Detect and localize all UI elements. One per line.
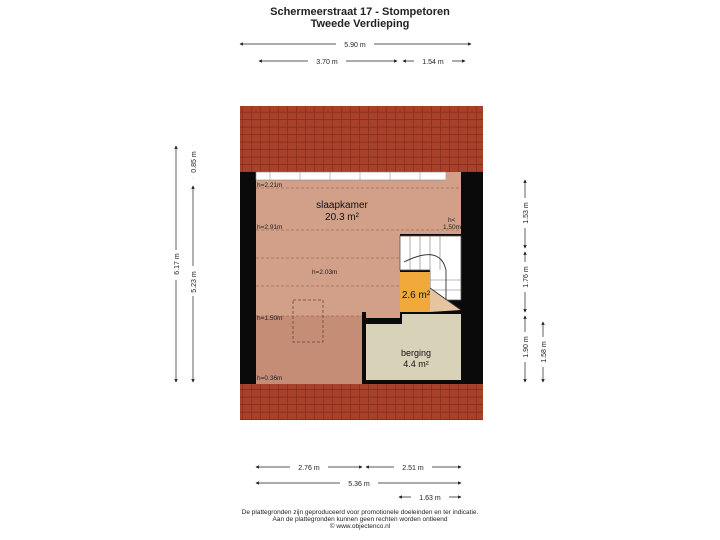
height-label-2: h=2.91m xyxy=(257,224,282,231)
roof-top xyxy=(240,106,483,178)
window-strip xyxy=(255,171,447,181)
berging-floor xyxy=(366,314,461,380)
berging-area: 4.4 m² xyxy=(403,359,429,369)
dim-left-total: 6.17 m xyxy=(174,253,181,275)
footer-copyright: © www.objectenco.nl xyxy=(329,523,391,530)
dim-right-lower-inner: 1.58 m xyxy=(541,341,548,363)
page-title: Schermeerstraat 17 - Stompetoren xyxy=(270,6,450,18)
slaapkamer-area: 20.3 m² xyxy=(325,212,360,223)
dim-bottom-left: 2.76 m xyxy=(298,465,320,472)
dim-bottom-small: 1.63 m xyxy=(419,495,441,502)
wall-left-block xyxy=(240,172,256,210)
height-label-6b: 1.50m xyxy=(443,224,461,231)
slaapkamer-label: slaapkamer xyxy=(316,200,368,211)
footer-line-2: Aan de plattegronden kunnen geen rechten… xyxy=(272,516,448,523)
height-label-1: h=2.21m xyxy=(257,182,282,189)
height-label-6a: h< xyxy=(448,217,456,224)
height-label-3: h=2.03m xyxy=(312,269,337,276)
height-label-5: h=0.36m xyxy=(257,375,282,382)
berging-label: berging xyxy=(401,348,431,358)
roof-window xyxy=(292,299,324,343)
height-label-4: h=1.50m xyxy=(257,315,282,322)
footer-line-1: De plattegronden zijn geproduceerd voor … xyxy=(241,509,479,516)
dim-top-total: 5.90 m xyxy=(344,42,366,49)
dim-left-main: 5.23 m xyxy=(191,271,198,293)
dim-right-middle: 1.76 m xyxy=(523,266,530,288)
dim-top-right: 1.54 m xyxy=(422,59,444,66)
dim-left-small: 0.85 m xyxy=(191,151,198,173)
small-room-area: 2.6 m² xyxy=(402,290,431,301)
dim-right-upper: 1.53 m xyxy=(523,202,530,224)
slaapkamer-low-zone xyxy=(256,316,362,384)
roof-bottom xyxy=(240,384,483,420)
small-room-floor xyxy=(400,272,430,312)
dim-bottom-right: 2.51 m xyxy=(402,465,424,472)
dim-top-left: 3.70 m xyxy=(316,59,338,66)
dim-right-lower: 1.90 m xyxy=(523,336,530,358)
dim-bottom-total: 5.36 m xyxy=(348,481,370,488)
page-subtitle: Tweede Verdieping xyxy=(310,18,410,30)
roof-corner-right xyxy=(446,172,461,180)
